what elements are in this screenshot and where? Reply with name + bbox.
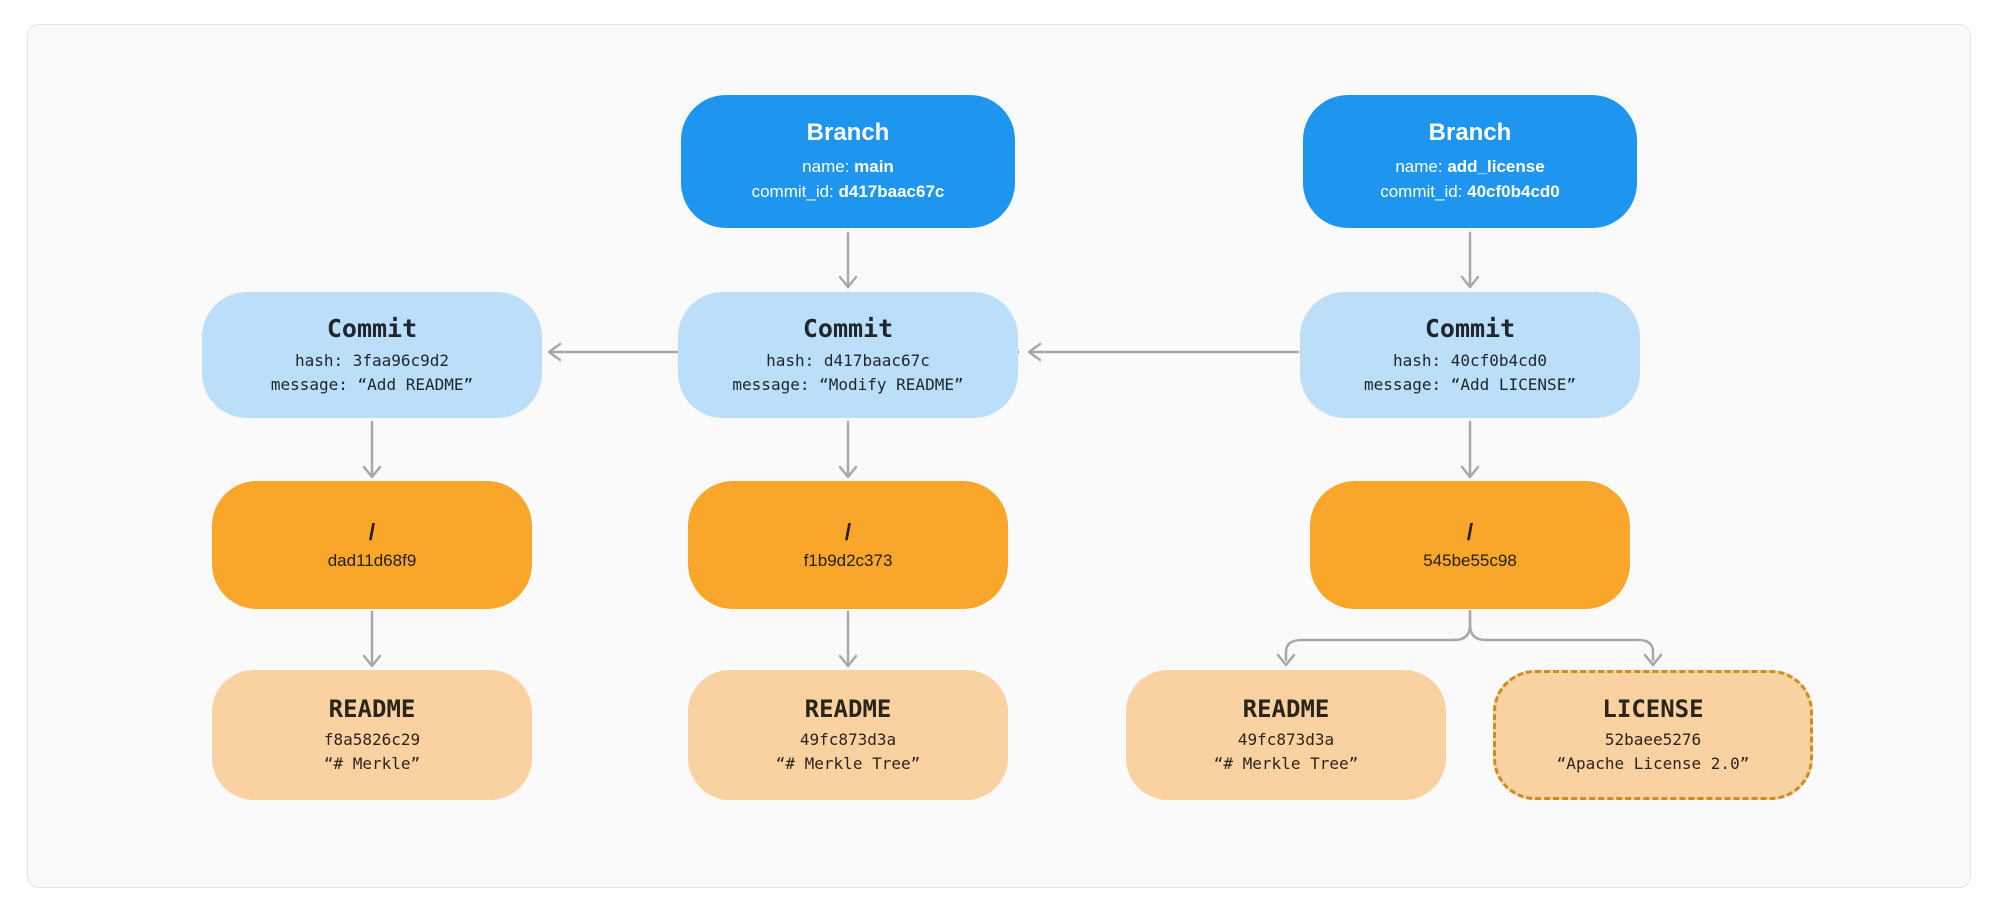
file-node-readme-49fc873d3a-branch: README 49fc873d3a “# Merkle Tree” — [1126, 670, 1446, 800]
commit-node-d417baac67c: Commit hash: d417baac67c message: “Modif… — [678, 292, 1018, 418]
tree-hash: 545be55c98 — [1423, 551, 1517, 570]
branch-node-main: Branch name: main commit_id: d417baac67c — [681, 95, 1015, 228]
file-content: “# Merkle Tree” — [1213, 753, 1359, 773]
branch-title: Branch — [806, 119, 890, 146]
file-title: README — [804, 694, 892, 723]
branch-commit-id-value: 40cf0b4cd0 — [1467, 182, 1560, 201]
commit-hash-line: hash: d417baac67c — [766, 350, 930, 370]
commit-node-40cf0b4cd0: Commit hash: 40cf0b4cd0 message: “Add LI… — [1300, 292, 1640, 418]
file-content: “# Merkle Tree” — [775, 753, 921, 773]
branch-commit-id-value: d417baac67c — [838, 182, 945, 201]
branch-name-line: name: main — [802, 154, 894, 179]
commit-hash-line: hash: 3faa96c9d2 — [294, 350, 450, 370]
commit-node-3faa96c9d2: Commit hash: 3faa96c9d2 message: “Add RE… — [202, 292, 542, 418]
tree-hash: dad11d68f9 — [327, 551, 417, 570]
commit-title: Commit — [802, 313, 894, 343]
file-title: README — [1242, 694, 1330, 723]
branch-name-label: name: — [802, 157, 855, 176]
file-hash: f8a5826c29 — [323, 729, 421, 749]
commit-title: Commit — [326, 313, 418, 343]
file-hash: 49fc873d3a — [799, 729, 897, 749]
file-node-license-52baee5276: LICENSE 52baee5276 “Apache License 2.0” — [1493, 670, 1813, 800]
tree-node-545be55c98: / 545be55c98 — [1310, 481, 1630, 609]
branch-commit-id-label: commit_id: — [751, 182, 839, 201]
commit-message-line: message: “Add README” — [270, 374, 474, 394]
file-hash: 49fc873d3a — [1237, 729, 1335, 749]
branch-name-label: name: — [1395, 157, 1448, 176]
tree-root-label: / — [1466, 519, 1474, 545]
branch-node-add-license: Branch name: add_license commit_id: 40cf… — [1303, 95, 1637, 228]
file-title: README — [328, 694, 416, 723]
branch-title: Branch — [1428, 119, 1512, 146]
commit-message-line: message: “Add LICENSE” — [1364, 374, 1576, 394]
file-content: “# Merkle” — [323, 753, 421, 773]
file-hash: 52baee5276 — [1604, 729, 1702, 749]
branch-name-value: add_license — [1447, 157, 1545, 176]
file-node-readme-49fc873d3a: README 49fc873d3a “# Merkle Tree” — [688, 670, 1008, 800]
commit-hash-line: hash: 40cf0b4cd0 — [1392, 350, 1548, 370]
file-content: “Apache License 2.0” — [1556, 753, 1750, 773]
branch-commit-id-label: commit_id: — [1380, 182, 1468, 201]
commit-title: Commit — [1424, 313, 1516, 343]
branch-commit-id-line: commit_id: 40cf0b4cd0 — [1380, 179, 1560, 204]
file-title: LICENSE — [1602, 694, 1704, 723]
branch-name-line: name: add_license — [1395, 154, 1544, 179]
tree-node-f1b9d2c373: / f1b9d2c373 — [688, 481, 1008, 609]
file-node-readme-f8a5826c29: README f8a5826c29 “# Merkle” — [212, 670, 532, 800]
tree-node-dad11d68f9: / dad11d68f9 — [212, 481, 532, 609]
tree-root-label: / — [368, 519, 376, 545]
tree-hash: f1b9d2c373 — [803, 551, 893, 570]
branch-name-value: main — [854, 157, 894, 176]
tree-root-label: / — [844, 519, 852, 545]
branch-commit-id-line: commit_id: d417baac67c — [752, 179, 945, 204]
commit-message-line: message: “Modify README” — [732, 374, 964, 394]
